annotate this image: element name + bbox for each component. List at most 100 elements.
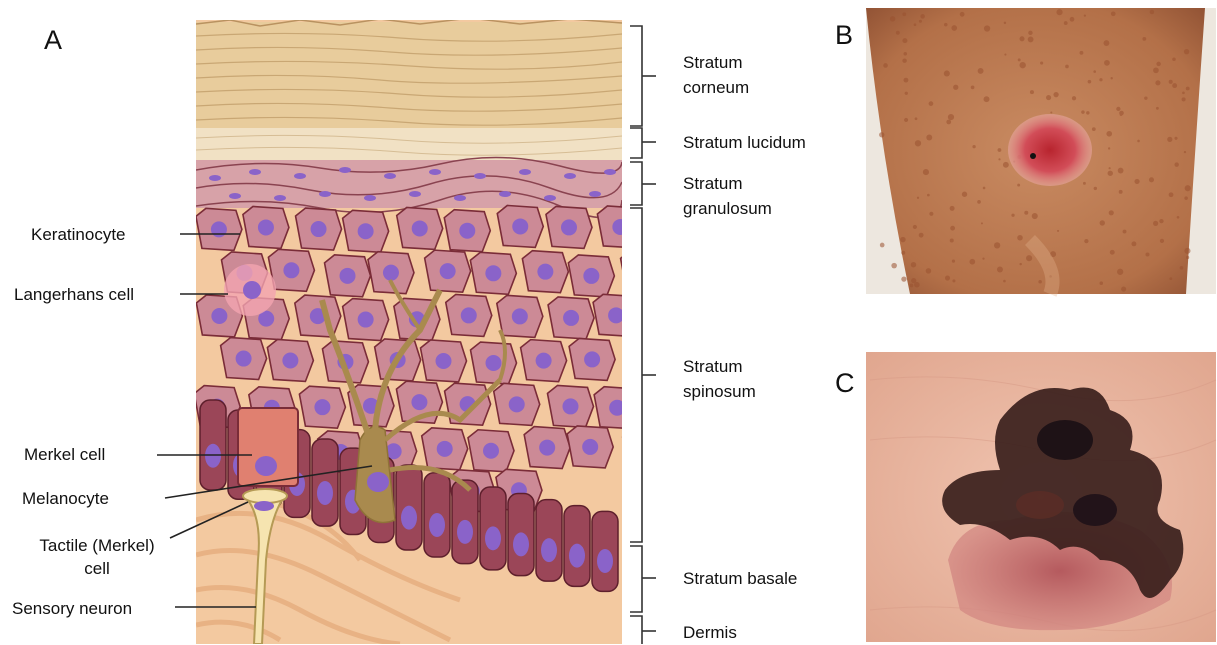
cell-nucleus	[485, 265, 501, 281]
stratum-granulosum-label-line2: granulosum	[683, 196, 772, 221]
freckle	[911, 262, 917, 268]
freckle	[915, 140, 921, 146]
freckle	[1038, 280, 1042, 284]
freckle	[1092, 127, 1096, 131]
freckle	[1144, 96, 1147, 99]
freckle	[1184, 248, 1190, 254]
freckle	[879, 132, 884, 137]
freckle	[1169, 80, 1173, 84]
freckle	[901, 251, 905, 255]
freckle	[1123, 230, 1127, 234]
freckle	[1156, 62, 1161, 67]
freckle	[1159, 219, 1163, 223]
freckle	[1137, 140, 1140, 143]
cell-nucleus	[513, 532, 529, 556]
keratinocyte-cell	[621, 250, 667, 292]
freckle	[944, 23, 948, 27]
freckle	[972, 145, 975, 148]
freckle	[1100, 220, 1105, 225]
freckle	[1065, 65, 1069, 69]
freckle	[1174, 162, 1178, 166]
cell-nucleus	[609, 400, 625, 416]
freckle	[984, 96, 990, 102]
cell-nucleus	[412, 220, 428, 236]
freckle	[1186, 87, 1190, 91]
freckle	[1104, 40, 1110, 46]
cell-nucleus	[311, 221, 327, 237]
freckle	[984, 25, 990, 31]
cell-nucleus	[411, 394, 427, 410]
cell-nucleus	[436, 353, 452, 369]
merkel-nucleus	[255, 456, 277, 476]
cell-nucleus	[383, 265, 399, 281]
freckle	[902, 38, 907, 43]
freckle	[948, 114, 954, 120]
freckle	[1099, 78, 1102, 81]
cell-nucleus	[638, 442, 654, 458]
keratinocyte-label: Keratinocyte	[31, 223, 126, 246]
freckle	[910, 284, 914, 288]
freckle	[905, 92, 908, 95]
freckle	[981, 222, 983, 224]
freckle	[1121, 287, 1126, 292]
stratum-corneum-label: Stratum corneum	[683, 50, 749, 100]
freckle	[1111, 77, 1113, 79]
freckle	[880, 243, 885, 248]
freckle	[1056, 9, 1062, 15]
freckle	[1109, 167, 1111, 169]
freckle	[950, 206, 955, 211]
freckle	[960, 12, 965, 17]
cell-nucleus	[612, 219, 628, 235]
stratum-lucidum	[196, 128, 622, 164]
freckle	[1153, 67, 1159, 73]
freckle	[945, 276, 950, 281]
freckle	[994, 242, 1000, 248]
freckle	[904, 78, 909, 83]
freckle	[946, 120, 951, 125]
langerhans-cell-label: Langerhans cell	[14, 283, 134, 306]
stratum-granulosum-label: Stratum granulosum	[683, 171, 772, 221]
freckle	[904, 118, 908, 122]
cell-nucleus	[638, 351, 654, 367]
freckle	[1185, 185, 1191, 191]
panel-label-b: B	[835, 20, 853, 51]
freckle	[1017, 235, 1023, 241]
freckle	[953, 85, 958, 90]
freckle	[944, 70, 950, 76]
freckle	[1169, 277, 1172, 280]
cell-nucleus	[485, 526, 501, 550]
melanocyte-label: Melanocyte	[22, 487, 109, 510]
freckle	[902, 58, 906, 62]
tactile-cell-label: Tactile (Merkel) cell	[8, 534, 186, 580]
cell-nucleus	[569, 544, 585, 568]
freckle	[1099, 281, 1103, 285]
panel-label-a: A	[44, 25, 62, 56]
freckle	[950, 226, 955, 231]
freckle	[1149, 177, 1154, 182]
freckle	[1018, 58, 1021, 61]
freckle	[1116, 107, 1120, 111]
freckle	[1088, 80, 1092, 84]
freckle	[998, 148, 1002, 152]
freckle	[1156, 107, 1159, 110]
freckle	[1153, 221, 1158, 226]
freckle	[1084, 14, 1086, 16]
keratinocyte-cell	[623, 338, 669, 380]
cell-nucleus	[401, 506, 417, 530]
freckle	[1150, 10, 1155, 15]
cell-nucleus	[437, 441, 453, 457]
stratum-lucidum-label: Stratum lucidum	[683, 130, 806, 155]
freckle	[902, 12, 906, 16]
freckle	[1050, 111, 1052, 113]
freckle	[1072, 96, 1076, 100]
freckle	[1134, 179, 1139, 184]
cell-nucleus	[583, 268, 599, 284]
freckle	[1131, 241, 1136, 246]
freckle	[1180, 266, 1184, 270]
stratum-spinosum-label-line2: spinosum	[683, 379, 756, 404]
cell-nucleus	[340, 268, 356, 284]
cell-nucleus	[509, 396, 525, 412]
cell-nucleus	[608, 307, 624, 323]
freckle	[1177, 216, 1180, 219]
